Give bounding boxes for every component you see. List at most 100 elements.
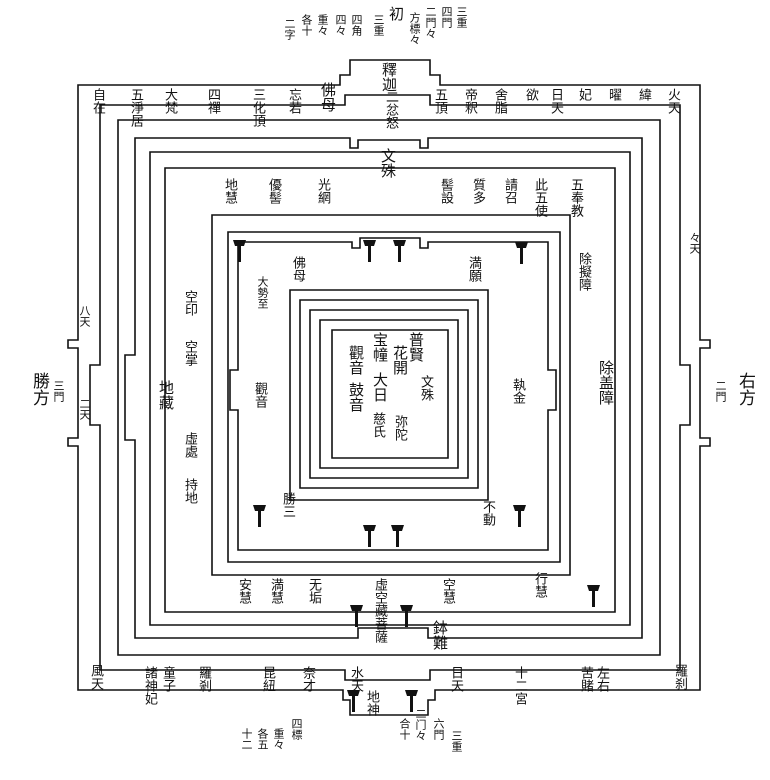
court2-bottom-title: 虛空藏菩薩 [372, 578, 387, 643]
court2-left-title: 地藏 [157, 380, 175, 410]
outer-frame [67, 59, 711, 716]
deity-label: 昆紐 [260, 666, 275, 692]
vajra-icon [587, 585, 600, 607]
right-gate-note: 々天 [688, 232, 701, 254]
center-deity: 花開 [391, 345, 409, 375]
deity-label: 空掌 [182, 340, 197, 366]
deity-label: 緯 [636, 88, 651, 101]
deity-label: 帝釈 [462, 88, 477, 114]
gate-note: 三重 [450, 730, 463, 752]
deity-label: 優髻 [266, 178, 281, 204]
frame-6 [164, 167, 616, 613]
deity-label: 虛處 [182, 432, 197, 458]
deity-label: 大勢至 [256, 276, 269, 309]
frame-13 [319, 319, 459, 469]
deity-label: 自在 [90, 88, 105, 114]
center-deity: 弥陀 [392, 415, 407, 441]
deity-label: 質多 [470, 178, 485, 204]
gate-note: 四角 [350, 14, 363, 36]
top-gate-sub: 二忿怒 [383, 90, 398, 129]
court2-right-title: 除盖障 [597, 360, 615, 405]
top-gate-title: 釋迦 [380, 62, 398, 92]
deity-label: 妃 [576, 88, 591, 101]
deity-label: 風天 [88, 664, 103, 690]
gate-note: 初 [387, 6, 405, 21]
deity-label: 安慧 [236, 578, 251, 604]
center-deity: 宝幢 [371, 332, 389, 362]
deity-label: 水天 [348, 666, 363, 692]
deity-label: 十二宮 [512, 666, 527, 705]
vajra-icon [400, 605, 413, 627]
deity-label: 此五使 [532, 178, 547, 217]
vajra-icon [350, 605, 363, 627]
gate-note: 二字 [283, 18, 296, 40]
gate-note: 三重 [372, 14, 385, 36]
gate-note: 三重 [455, 6, 468, 28]
deity-label: 四禪 [205, 88, 220, 114]
gate-note: 四々 [334, 14, 347, 36]
deity-label: 地慧 [222, 178, 237, 204]
gate-note: 二門々 [424, 6, 437, 39]
left-gate-note: 三門 [52, 380, 65, 402]
frame-8 [227, 231, 561, 563]
center-deity: 觀音 [347, 345, 365, 375]
gate-note: 十二 [240, 728, 253, 750]
deity-label: 不動 [480, 500, 495, 526]
deity-label: 光網 [315, 178, 330, 204]
deity-label: 行慧 [532, 572, 547, 598]
deity-label: 満願 [466, 256, 481, 282]
left-gate-title: 勝方 [29, 372, 49, 406]
deity-label: 大梵 [162, 88, 177, 114]
vajra-icon [363, 525, 376, 547]
vajra-icon [253, 505, 266, 527]
deity-label: 空印 [182, 290, 197, 316]
deity-label: 地神 [364, 690, 379, 716]
deity-label: 五奉教 [568, 178, 583, 217]
vajra-icon [405, 690, 418, 712]
frame-2 [89, 94, 691, 681]
frame-10 [289, 289, 489, 501]
vajra-icon [347, 690, 360, 712]
left-gate-note: 八天 [78, 305, 91, 327]
deity-label: 左右 [594, 666, 609, 692]
left-gate-note: 二天 [78, 398, 91, 420]
frame-4 [124, 137, 643, 639]
deity-label: 奈才 [300, 666, 315, 692]
center-deity: 鼓音 [347, 382, 365, 412]
vajra-icon [515, 242, 528, 264]
gate-note: 重々 [316, 14, 329, 36]
frame-7 [211, 214, 571, 576]
frame-5 [149, 151, 631, 626]
deity-label: 佛母 [290, 256, 305, 282]
gate-note: 合十 [398, 718, 411, 740]
deity-label: 勝三 [280, 492, 295, 518]
gate-note: 二门々 [414, 708, 427, 741]
center-deity: 普賢 [407, 332, 425, 362]
deity-label: 日天 [548, 88, 563, 114]
vajra-icon [363, 240, 376, 262]
frame-14 [331, 329, 449, 459]
center-deity: 大日 [371, 372, 389, 402]
deity-label: 請召 [502, 178, 517, 204]
deity-label: 羅剎 [196, 666, 211, 692]
deity-label: 童子 [160, 666, 175, 692]
deity-label: 空慧 [440, 578, 455, 604]
deity-label: 舍脂 [492, 88, 507, 114]
gate-note: 四門 [440, 6, 453, 28]
frame-12 [309, 309, 469, 479]
deity-label: 除擬障 [576, 252, 591, 291]
deity-label: 日天 [448, 666, 463, 692]
deity-label: 執金 [510, 378, 525, 404]
deity-label: 満慧 [268, 578, 283, 604]
gate-note: 各五 [256, 728, 269, 750]
deity-label: 五頂 [432, 88, 447, 114]
deity-label: 苦賭 [578, 666, 593, 692]
gate-note: 重々 [272, 728, 285, 750]
center-deity: 文殊 [418, 375, 433, 401]
vajra-icon [513, 505, 526, 527]
deity-label: 欲 [523, 88, 538, 101]
deity-label: 三化頂 [250, 88, 265, 127]
deity-label: 无垢 [306, 578, 321, 604]
frame-11 [299, 299, 479, 489]
